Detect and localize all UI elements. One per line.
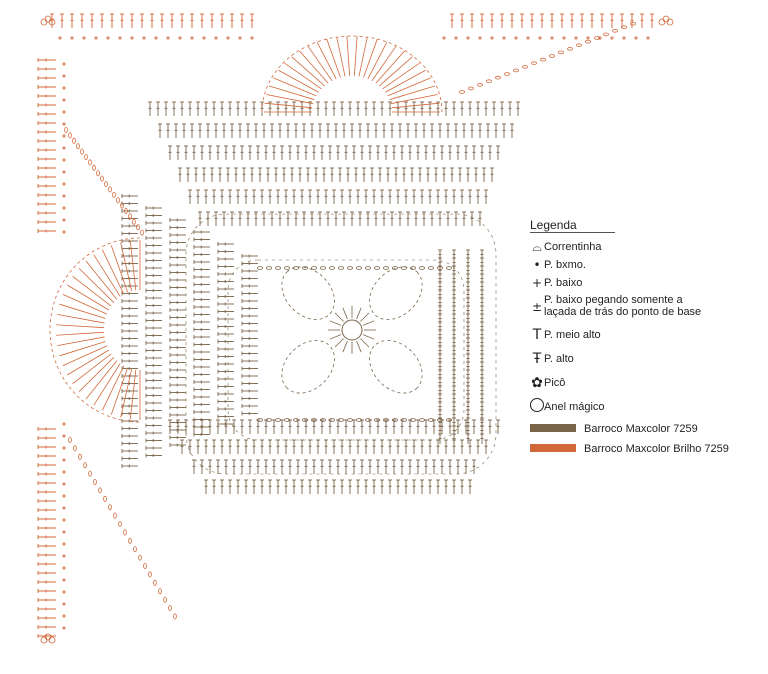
yarn-swatch-brown [530,424,576,432]
legend-label-line2: laçada de trás do ponto de base [544,306,702,318]
picot-icon: ✿ [531,375,543,391]
legend-item-half-double-crochet: T P. meio alto [530,325,760,347]
legend-item-chain: ⌓ Correntinha [530,239,760,255]
legend-label: P. baixo [544,277,583,289]
slip-stitch-icon: • [533,258,541,272]
legend: Legenda ⌓ Correntinha • P. bxmo. + P. ba… [530,218,760,461]
single-crochet-icon: + [531,276,543,290]
legend-item-single-crochet: + P. baixo [530,275,760,291]
legend-label: Correntinha [544,241,602,253]
yarn-label: Barroco Maxcolor Brilho 7259 [584,443,729,455]
back-loop-sc-icon: ± [531,300,543,314]
legend-label: P. bxmo. [544,259,586,271]
yarn-swatch-orange [530,444,576,452]
legend-item-magic-ring: Anel mágico [530,397,760,419]
legend-item-picot: ✿ Picô [530,373,760,395]
double-crochet-icon: Ŧ [532,351,542,367]
chain-icon: ⌓ [532,240,542,254]
square-motif [121,101,520,494]
legend-label: Picô [544,377,566,389]
yarn-label: Barroco Maxcolor 7259 [584,423,698,435]
legend-title: Legenda [530,218,615,233]
orange-border [37,13,674,644]
legend-yarn-orange: Barroco Maxcolor Brilho 7259 [530,441,760,459]
half-double-crochet-icon: T [532,327,542,343]
legend-label-line1: P. baixo pegando somente a [544,294,683,306]
legend-item-slip-stitch: • P. bxmo. [530,257,760,273]
legend-yarn-brown: Barroco Maxcolor 7259 [530,421,760,439]
magic-ring-icon [530,398,544,412]
legend-item-double-crochet: Ŧ P. alto [530,349,760,371]
legend-label: P. alto [544,353,574,365]
legend-label: P. meio alto [544,329,601,341]
legend-label: Anel mágico [544,401,605,413]
